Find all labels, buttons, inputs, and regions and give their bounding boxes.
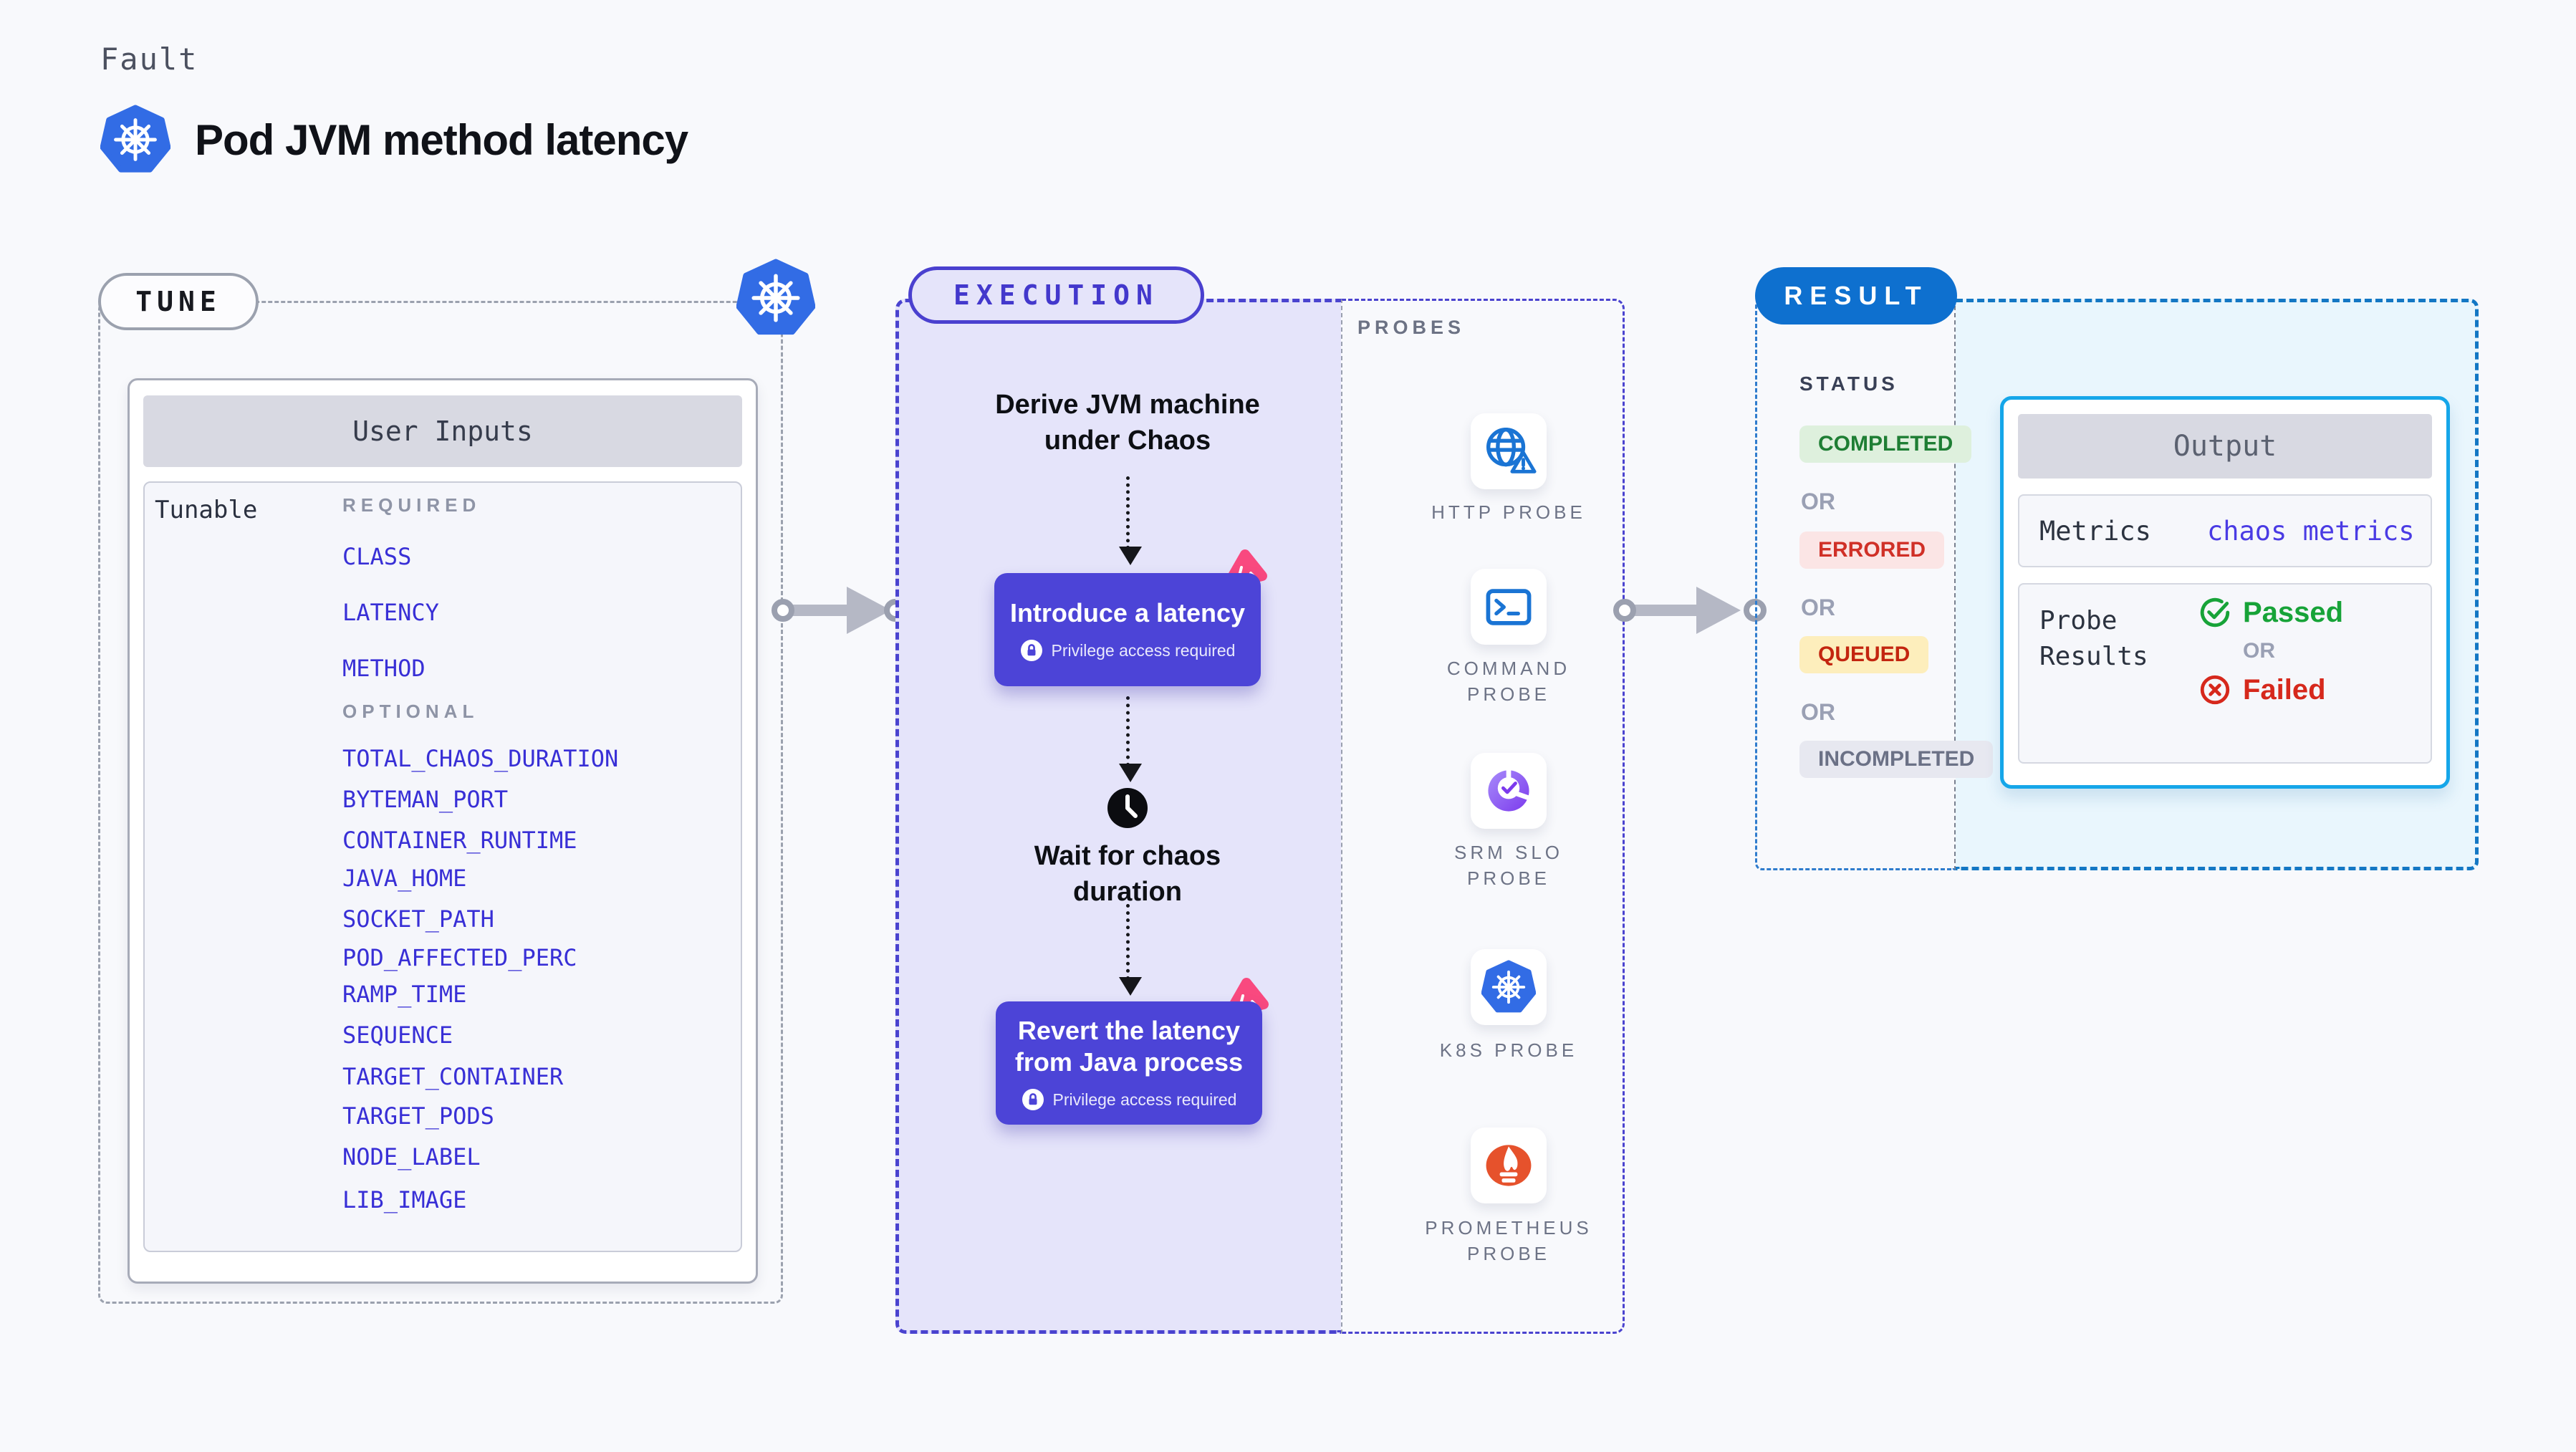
tunable-item: CONTAINER_RUNTIME xyxy=(342,827,577,854)
clock-icon xyxy=(1107,788,1148,828)
optional-group-label: OPTIONAL xyxy=(342,701,479,722)
flow-arrow-down xyxy=(1119,476,1142,565)
tunable-label: Tunable xyxy=(155,496,258,524)
tunable-item: LATENCY xyxy=(342,599,439,626)
tunable-item: POD_AFFECTED_PERC xyxy=(342,944,577,971)
probe-label: COMMAND PROBE xyxy=(1446,658,1571,705)
tunable-item: NODE_LABEL xyxy=(342,1143,481,1170)
privilege-note: Privilege access required xyxy=(1020,639,1235,662)
probe-card-http xyxy=(1471,413,1547,489)
output-card: Output Metrics chaos metrics Probe Resul… xyxy=(2000,396,2450,789)
tunable-item: BYTEMAN_PORT xyxy=(342,786,509,813)
tunables-panel xyxy=(143,481,742,1252)
probe-label: SRM SLO PROBE xyxy=(1453,842,1564,889)
tunable-item: JAVA_HOME xyxy=(342,865,467,892)
flow-arrow-down xyxy=(1119,696,1142,782)
probe-label: HTTP PROBE xyxy=(1431,501,1586,523)
connector-line xyxy=(790,605,856,616)
tunable-item: SEQUENCE xyxy=(342,1021,453,1049)
or-label: OR xyxy=(2243,639,2275,663)
globe-alert-icon xyxy=(1486,428,1537,473)
prometheus-flame-icon xyxy=(1486,1145,1532,1186)
tune-section-badge: TUNE xyxy=(98,273,259,330)
tunable-item: METHOD xyxy=(342,655,426,682)
kubernetes-icon xyxy=(100,105,170,175)
tunable-item: TARGET_CONTAINER xyxy=(342,1063,564,1090)
probe-card-k8s xyxy=(1471,949,1547,1025)
probe-card-prometheus xyxy=(1471,1128,1547,1203)
tunable-item: CLASS xyxy=(342,543,412,570)
status-badge-incompleted: INCOMPLETED xyxy=(1799,741,1994,778)
fault-eyebrow: Fault xyxy=(100,42,198,77)
action-title: Revert the latency from Java process xyxy=(1014,1016,1244,1077)
or-label: OR xyxy=(1801,489,1835,514)
probe-card-command xyxy=(1471,569,1547,645)
probe-label: K8S PROBE xyxy=(1439,1039,1578,1061)
terminal-icon xyxy=(1486,589,1532,625)
x-circle-icon xyxy=(2200,675,2230,705)
probe-results-label: Probe Results xyxy=(2039,606,2148,671)
revert-latency-button[interactable]: Revert the latency from Java process Pri… xyxy=(996,1001,1262,1125)
tunable-item: SOCKET_PATH xyxy=(342,905,494,933)
derive-step-text: Derive JVM machine under Chaos xyxy=(995,390,1260,456)
connector-arrowhead xyxy=(847,587,891,634)
slo-check-icon xyxy=(1488,766,1533,812)
page-title: Pod JVM method latency xyxy=(195,115,688,164)
connector-node xyxy=(772,599,794,622)
status-badge-errored: ERRORED xyxy=(1799,532,1945,569)
probe-label: PROMETHEUS PROBE xyxy=(1425,1217,1592,1264)
probes-panel xyxy=(1341,299,1625,1334)
check-circle-icon xyxy=(2200,597,2230,628)
lock-icon xyxy=(1020,640,1042,661)
user-inputs-header: User Inputs xyxy=(143,395,742,467)
probe-results-row: Probe Results Passed OR Faile xyxy=(2018,583,2432,764)
kubernetes-icon xyxy=(1481,960,1536,1014)
probe-verdicts: Passed OR Failed xyxy=(2198,596,2343,706)
tunable-item: LIB_IMAGE xyxy=(342,1186,467,1213)
or-label: OR xyxy=(1801,595,1835,620)
connector-node xyxy=(1613,599,1636,622)
status-label: STATUS xyxy=(1799,372,1898,395)
output-header: Output xyxy=(2018,414,2432,479)
metrics-value: chaos metrics xyxy=(2206,515,2415,547)
execution-section-badge: EXECUTION xyxy=(908,266,1204,324)
tunable-item: RAMP_TIME xyxy=(342,981,467,1008)
action-title: Introduce a latency xyxy=(1009,598,1246,628)
connector-line xyxy=(1633,605,1705,616)
wait-step-text: Wait for chaos duration xyxy=(1034,841,1221,907)
lock-icon xyxy=(1022,1089,1044,1110)
verdict-passed: Passed xyxy=(2198,596,2343,629)
probes-label: PROBES xyxy=(1357,317,1466,338)
status-badge-completed: COMPLETED xyxy=(1799,425,1972,463)
metrics-row: Metrics chaos metrics xyxy=(2018,494,2432,567)
required-group-label: REQUIRED xyxy=(342,494,481,516)
probe-card-srm-slo xyxy=(1471,753,1547,829)
introduce-latency-button[interactable]: Introduce a latency Privilege access req… xyxy=(994,573,1261,686)
privilege-note: Privilege access required xyxy=(1022,1088,1236,1111)
or-label: OR xyxy=(1801,699,1835,725)
status-badge-queued: QUEUED xyxy=(1799,636,1929,673)
result-section-badge: RESULT xyxy=(1755,267,1957,324)
tune-section-box xyxy=(98,301,783,1304)
page-title-row: Pod JVM method latency xyxy=(100,105,688,175)
connector-arrowhead xyxy=(1696,587,1741,634)
kubernetes-icon xyxy=(736,258,815,338)
verdict-failed: Failed xyxy=(2198,673,2343,706)
tunable-item: TOTAL_CHAOS_DURATION xyxy=(342,745,619,772)
tunable-item: TARGET_PODS xyxy=(342,1102,494,1130)
flow-arrow-down xyxy=(1119,904,1142,996)
metrics-label: Metrics xyxy=(2039,515,2151,547)
